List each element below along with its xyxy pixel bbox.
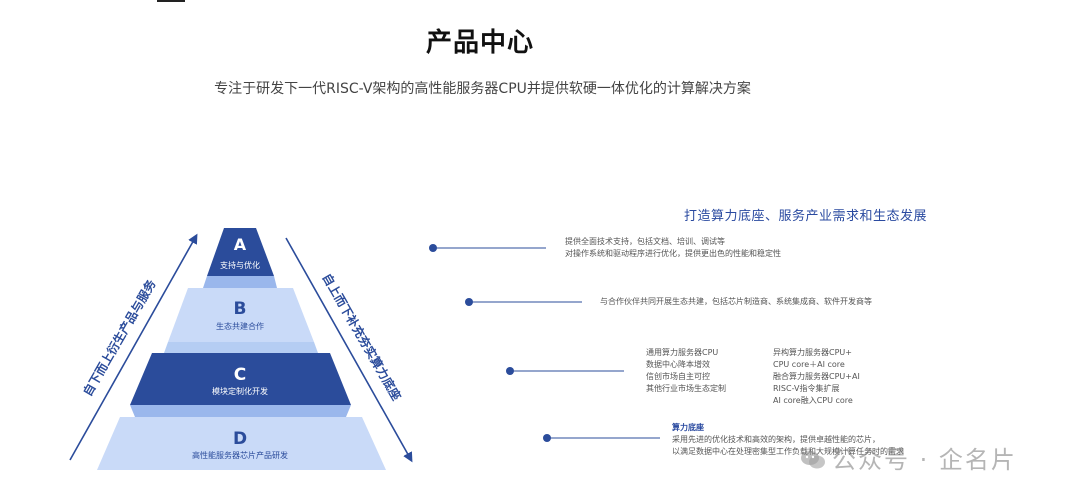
b-description: 与合作伙伴共同开展生态共建，包括芯片制造商、系统集成商、软件开发商等: [600, 297, 872, 306]
c-left-item: 通用算力服务器CPU: [646, 348, 719, 357]
tier-d-letter: D: [233, 429, 247, 449]
watermark-text: 公众号 · 企名片: [832, 446, 1017, 474]
c-left-item: 其他行业市场生态定制: [646, 384, 726, 393]
right-panel-title: 打造算力底座、服务产业需求和生态发展: [684, 209, 928, 224]
connector-dot-c: [506, 367, 514, 375]
up-arrow-line: [69, 233, 198, 461]
top-rule: [157, 0, 185, 2]
c-left-item: 数据中心降本增效: [646, 360, 710, 369]
tier-a-base: [203, 276, 277, 288]
d-description-line-1: 采用先进的优化技术和高效的架构，提供卓越性能的芯片，: [672, 435, 880, 444]
connector-dot-a: [429, 244, 437, 252]
tier-c-letter: C: [234, 365, 246, 385]
tier-c-base: [130, 405, 351, 417]
c-right-item: RISC-V指令集扩展: [773, 384, 840, 393]
a-description-line-2: 对操作系统和驱动程序进行优化，提供更出色的性能和稳定性: [565, 249, 781, 258]
page-title: 产品中心: [425, 28, 534, 58]
tier-a-shape: [207, 228, 274, 276]
tier-d-shape: [97, 417, 386, 470]
c-right-item: AI core融入CPU core: [773, 396, 853, 405]
tier-a-label: 支持与优化: [220, 260, 260, 270]
wechat-icon: [801, 451, 825, 469]
c-right-item: CPU core＋AI core: [773, 360, 845, 369]
tier-b-base: [164, 342, 318, 353]
tier-b-letter: B: [234, 299, 247, 319]
tier-a-letter: A: [234, 235, 247, 254]
c-right-item: 异构算力服务器CPU+: [773, 348, 852, 357]
watermark: 公众号 · 企名片: [800, 440, 1017, 475]
tier-b-shape: [168, 288, 314, 342]
page-subtitle: 专注于研发下一代RISC-V架构的高性能服务器CPU并提供软硬一体优化的计算解决…: [214, 81, 751, 97]
tier-b-label: 生态共建合作: [216, 321, 264, 331]
tier-d-label: 高性能服务器芯片产品研发: [192, 450, 288, 460]
c-left-item: 信创市场自主可控: [646, 372, 710, 381]
a-description-line-1: 提供全面技术支持，包括文档、培训、调试等: [565, 237, 725, 246]
tier-c-shape: [130, 353, 351, 405]
d-title: 算力底座: [672, 423, 704, 432]
d-description-line-2: 以满足数据中心在处理密集型工作负载和大规模计算任务时的需求: [672, 447, 904, 456]
connector-dot-d: [543, 434, 551, 442]
connector-dot-b: [465, 298, 473, 306]
down-arrow-line: [285, 237, 413, 463]
c-right-item: 融合算力服务器CPU+AI: [773, 372, 860, 381]
tier-c-label: 模块定制化开发: [212, 386, 268, 396]
